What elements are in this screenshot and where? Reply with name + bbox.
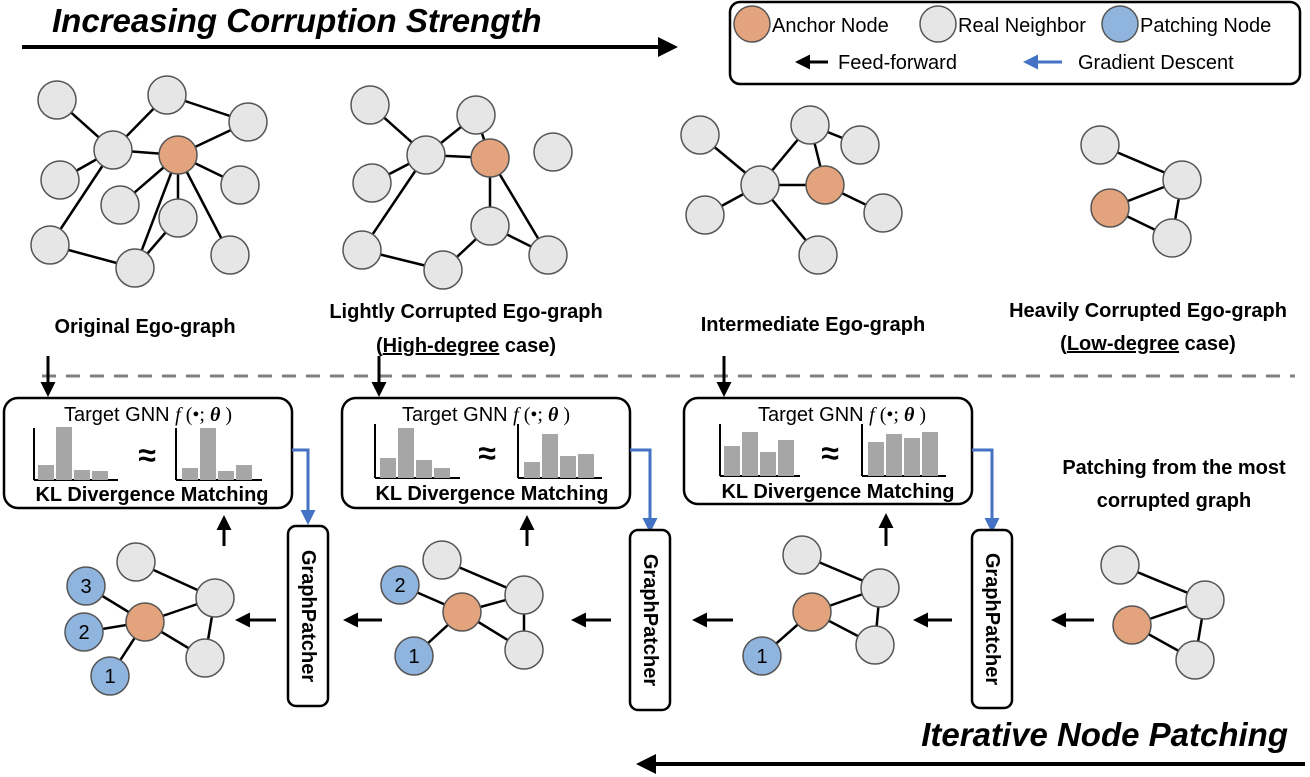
bottom-title: Iterative Node Patching [921, 716, 1288, 753]
gradient-arrow-3 [972, 448, 1000, 533]
lightly-corrupted-ego-graph [342, 85, 573, 290]
label-heavy-open: ( [1060, 333, 1067, 355]
label-light-open: ( [376, 335, 383, 357]
label-light-line1: Lightly Corrupted Ego-graph [329, 301, 602, 323]
patched-graph-3 [742, 535, 900, 676]
graphpatcher-label-1: GraphPatcher [297, 550, 319, 682]
gnn-box-1-approx: ≈ [138, 437, 156, 473]
label-original: Original Ego-graph [54, 316, 235, 338]
legend: Anchor Node Real Neighbor Patching Node … [728, 0, 1302, 86]
most-corrupted-graph [1100, 545, 1225, 680]
legend-real-icon [919, 5, 957, 43]
graphpatcher-label-2: GraphPatcher [639, 554, 661, 686]
heavily-corrupted-ego-graph [1080, 125, 1202, 258]
gnn-box-3-title: Target GNN f (•; θ ) [758, 404, 926, 426]
patch-node-number: 2 [394, 575, 405, 597]
patch-node-number: 3 [80, 576, 91, 598]
patching-caption-line2: corrupted graph [1097, 490, 1251, 512]
label-heavy-line1: Heavily Corrupted Ego-graph [1009, 300, 1287, 322]
gnn-box-2-frame [340, 396, 632, 510]
patch-node-number: 1 [408, 646, 419, 668]
intermediate-ego-graph [680, 105, 903, 275]
legend-patching-icon [1101, 5, 1139, 43]
label-heavy-case: Low-degree [1067, 333, 1179, 355]
gnn-box-2-kl-label: KL Divergence Matching [375, 483, 608, 505]
gnn-box-2: Target GNN f (•; θ ) ≈ KL Divergence Mat… [340, 396, 632, 510]
gnn-box-1-kl-label: KL Divergence Matching [35, 484, 268, 506]
label-heavy-close: case) [1179, 333, 1236, 355]
legend-frame [728, 0, 1302, 86]
patched-graph-2 [380, 540, 544, 676]
graphpatcher-box-2-frame [628, 528, 672, 712]
gnn-box-3-approx: ≈ [821, 435, 839, 471]
label-intermediate: Intermediate Ego-graph [701, 314, 925, 336]
graphpatcher-box-3-frame [970, 528, 1014, 710]
gradient-arrow-2 [630, 448, 658, 533]
gradient-arrow-1 [292, 448, 316, 525]
legend-feedforward-label: Feed-forward [838, 52, 957, 74]
legend-anchor-icon [733, 5, 771, 43]
legend-patching-label: Patching Node [1140, 15, 1271, 37]
original-ego-graph [30, 75, 268, 288]
graphpatcher-label-3: GraphPatcher [981, 553, 1003, 685]
patched-graph-1 [64, 542, 235, 696]
graphpatcher-box-1: GraphPatcher [286, 524, 330, 708]
patch-node-number: 1 [756, 646, 767, 668]
label-light-case: High-degree [383, 335, 500, 357]
legend-gradient-label: Gradient Descent [1078, 52, 1234, 74]
gnn-box-2-approx: ≈ [478, 435, 496, 471]
gnn-box-1-title: Target GNN f (•; θ ) [64, 404, 232, 426]
gnn-box-3-kl-label: KL Divergence Matching [721, 481, 954, 503]
legend-anchor-label: Anchor Node [772, 15, 889, 37]
patch-node-number: 1 [104, 666, 115, 688]
graphpatcher-box-1-frame [286, 524, 330, 708]
patching-caption-line1: Patching from the most [1062, 457, 1286, 479]
graphpatcher-box-2: GraphPatcher [628, 528, 672, 712]
patch-node-number: 2 [78, 622, 89, 644]
legend-real-label: Real Neighbor [958, 15, 1086, 37]
label-light-close: case) [499, 335, 556, 357]
graphpatcher-box-3: GraphPatcher [970, 528, 1014, 710]
gnn-box-2-title: Target GNN f (•; θ ) [402, 404, 570, 426]
title: Increasing Corruption Strength [52, 2, 542, 39]
label-heavy-line2: (Low-degree case) [1060, 333, 1236, 355]
gnn-box-3: Target GNN f (•; θ ) ≈ KL Divergence Mat… [682, 396, 974, 506]
gnn-box-1: Target GNN f (•; θ ) ≈ KL Divergence Mat… [2, 396, 294, 510]
label-light-line2: (High-degree case) [376, 335, 556, 357]
